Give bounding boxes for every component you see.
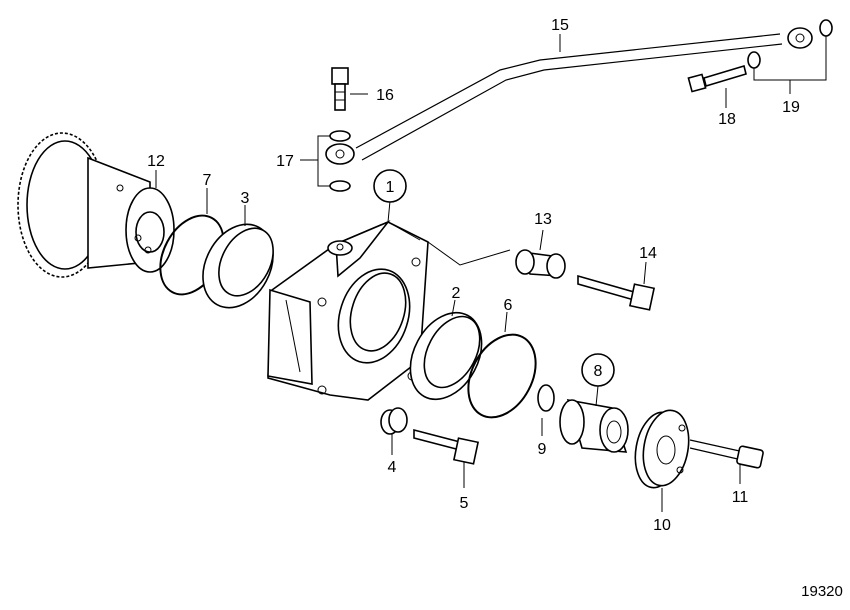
callout-3: 3 bbox=[241, 190, 250, 207]
part-18-bolt bbox=[687, 64, 747, 93]
part-5-bolt bbox=[413, 428, 480, 465]
callout-8: 8 bbox=[594, 363, 603, 380]
part-11-bolt bbox=[689, 439, 764, 469]
callout-2: 2 bbox=[452, 285, 461, 302]
callout-10: 10 bbox=[653, 517, 671, 534]
callout-9: 9 bbox=[538, 441, 547, 458]
reference-number: 19320 bbox=[801, 583, 843, 600]
callout-19: 19 bbox=[782, 99, 800, 116]
callout-18: 18 bbox=[718, 111, 736, 128]
callout-12: 12 bbox=[147, 153, 165, 170]
part-3-bearing-ring bbox=[202, 223, 274, 309]
part-2-ring bbox=[409, 311, 483, 401]
part-16-banjo-bolt bbox=[331, 67, 349, 111]
leader-lines bbox=[155, 34, 827, 512]
part-12-gear-shaft bbox=[17, 132, 175, 278]
callout-7: 7 bbox=[203, 172, 212, 189]
callout-13: 13 bbox=[534, 211, 552, 228]
part-14-bolt bbox=[577, 274, 656, 311]
callout-6: 6 bbox=[504, 297, 513, 314]
part-4-bushing bbox=[380, 407, 408, 435]
callout-5: 5 bbox=[460, 495, 469, 512]
callout-14: 14 bbox=[639, 245, 657, 262]
callout-1: 1 bbox=[386, 179, 395, 196]
part-19-washers bbox=[747, 19, 833, 69]
part-15-pipe bbox=[325, 27, 813, 165]
part-6-o-ring bbox=[467, 333, 537, 419]
callout-17: 17 bbox=[276, 153, 294, 170]
callout-4: 4 bbox=[388, 459, 397, 476]
callout-circles bbox=[373, 169, 615, 387]
part-9-washer bbox=[537, 384, 555, 412]
part-1-housing bbox=[267, 220, 429, 401]
callout-15: 15 bbox=[551, 17, 569, 34]
part-13-bushing bbox=[515, 249, 566, 279]
callout-16: 16 bbox=[376, 87, 394, 104]
callout-11: 11 bbox=[732, 489, 749, 506]
part-10-flange bbox=[634, 409, 690, 489]
part-8-sleeve bbox=[559, 398, 629, 453]
